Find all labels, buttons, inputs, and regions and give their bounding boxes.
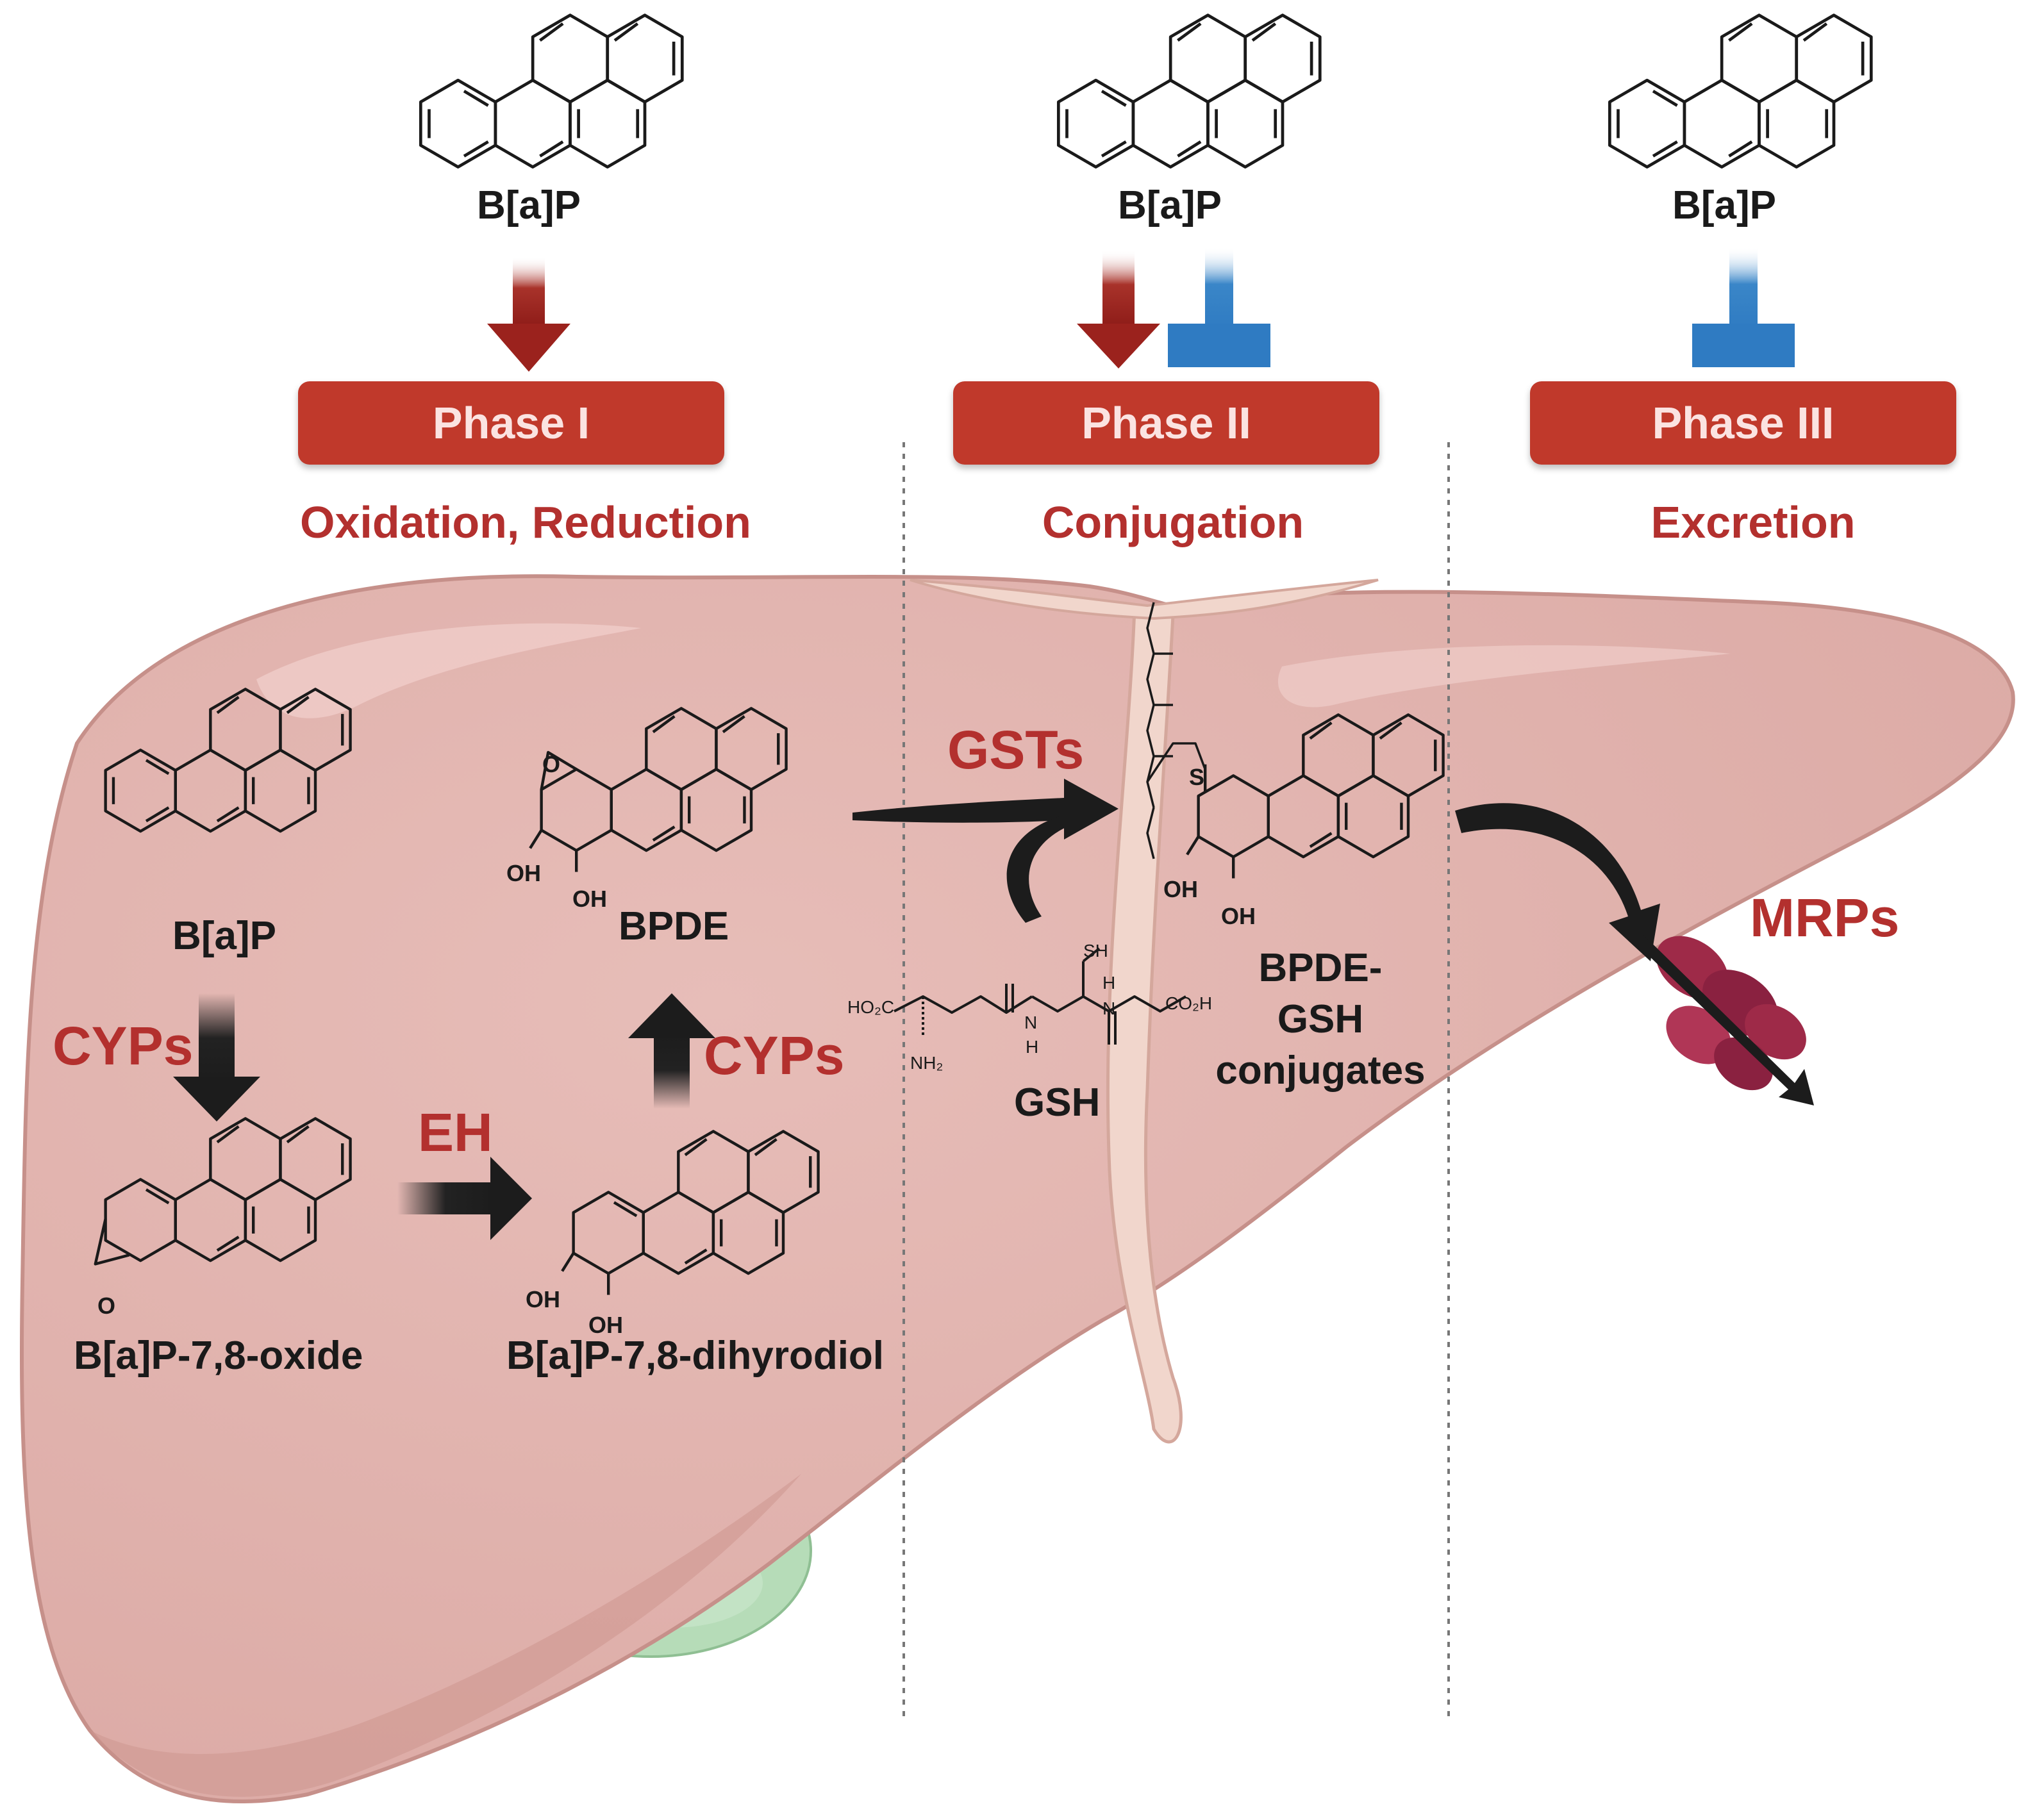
dihydrodiol-structure [561, 1130, 820, 1295]
falciform-ligament [1106, 607, 1183, 1444]
conjugate-label-line-2: GSH [1277, 997, 1364, 1041]
bpde-oh-1: OH [506, 860, 541, 886]
gsh-ho2c: HO₂C [847, 997, 895, 1017]
bap-structure-phase1 [419, 13, 684, 169]
liver-shine [256, 623, 641, 718]
phase3-box: Phase III [1530, 381, 1956, 465]
gsh-h-2: H [1102, 973, 1116, 993]
conjugate-s: S [1189, 764, 1205, 790]
mrp-transporter [1634, 932, 1814, 1105]
gsh-h-1: H [1026, 1037, 1039, 1057]
phase1-molecule-label: B[a]P [477, 183, 581, 228]
liver-rim-shadow [90, 1474, 801, 1797]
gsh-co2h: CO₂H [1165, 993, 1213, 1013]
phase3-molecule-label: B[a]P [1672, 183, 1776, 228]
bap-structure-phase2 [1056, 13, 1322, 169]
gsh-structure [894, 947, 1186, 1045]
bap-liver-label: B[a]P [172, 914, 276, 958]
gsh-sh: SH [1083, 941, 1108, 961]
phase1-subtitle: Oxidation, Reduction [300, 497, 751, 547]
eh-right-arrow [397, 1157, 532, 1240]
cyps-down-arrow [173, 993, 260, 1121]
phase2-molecule-label: B[a]P [1118, 183, 1222, 228]
phase3-subtitle: Excretion [1651, 497, 1856, 547]
phase2-induction-arrow [1077, 250, 1160, 368]
phase2-subtitle: Conjugation [1042, 497, 1304, 547]
gsh-nh2: NH₂ [910, 1053, 944, 1073]
gsts-label: GSTs [947, 720, 1085, 780]
bpde-gsh-structure [1186, 713, 1445, 879]
phase2-inhibition-symbol [1168, 247, 1270, 367]
liver-illustration [19, 574, 2015, 1804]
gsh-n-2: N [1102, 998, 1116, 1018]
bpde-oh-2: OH [572, 886, 607, 912]
cyps-label-2: CYPs [704, 1025, 845, 1086]
conjugate-gsh-chain [1146, 602, 1206, 859]
bap-structure-phase3 [1608, 13, 1873, 169]
liver-shine-2 [1277, 645, 1731, 707]
conjugate-oh-1: OH [1163, 876, 1198, 902]
dihydrodiol-label: B[a]P-7,8-dihyrodiol [506, 1334, 885, 1378]
bap-structure-liver [104, 688, 352, 833]
eh-label: EH [418, 1102, 493, 1162]
bpde-label: BPDE [619, 904, 729, 948]
conjugate-label-line-1: BPDE- [1258, 946, 1383, 990]
gsh-n-1: N [1024, 1013, 1038, 1032]
mrps-label: MRPs [1750, 888, 1900, 948]
conjugate-oh-2: OH [1221, 903, 1256, 929]
ligament-top [910, 579, 1379, 620]
phase3-inhibition-symbol [1692, 247, 1795, 367]
liver-body [19, 574, 2015, 1804]
dihydrodiol-oh-2: OH [588, 1312, 623, 1338]
phase1-box: Phase I [298, 381, 724, 465]
bpde-structure [529, 707, 788, 872]
phase2-box: Phase II [953, 381, 1379, 465]
gsh-label: GSH [1014, 1080, 1101, 1125]
bap-oxide-label: B[a]P-7,8-oxide [74, 1334, 363, 1378]
phase1-induction-arrow [487, 256, 570, 372]
oxide-epoxide-o: O [97, 1293, 116, 1319]
bpde-epoxide-o: O [542, 751, 561, 777]
bap-oxide-structure [94, 1117, 352, 1266]
conjugate-label-line-3: conjugates [1215, 1048, 1426, 1093]
cyps-up-arrow [628, 993, 715, 1109]
gsts-conjugation-arrow [852, 779, 1119, 923]
dihydrodiol-oh-1: OH [526, 1286, 560, 1312]
cyps-label-1: CYPs [53, 1016, 194, 1076]
